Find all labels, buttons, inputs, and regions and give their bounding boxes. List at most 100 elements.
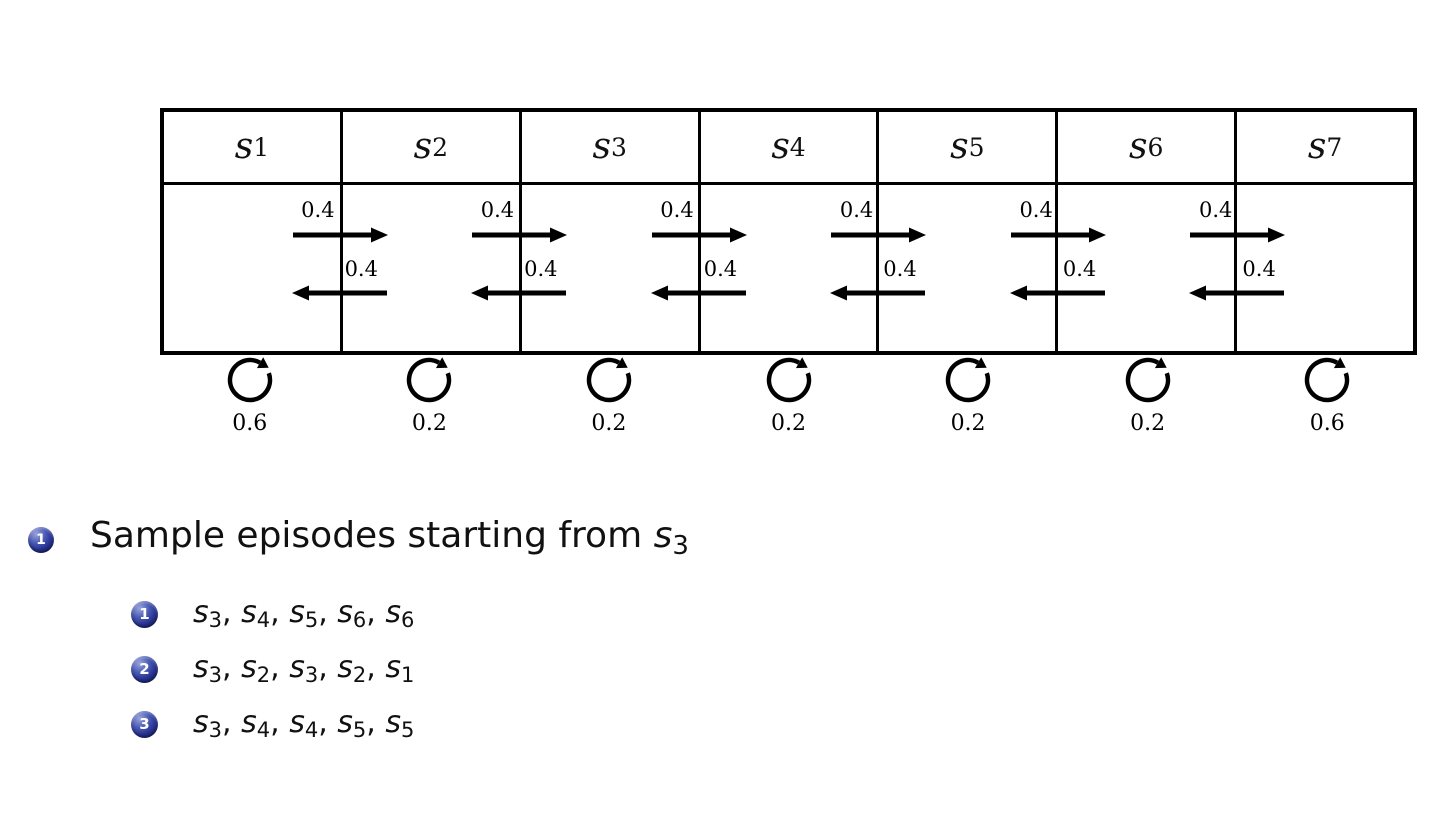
state-var: s [1307, 126, 1327, 167]
self-loop-prob: 0.6 [232, 411, 268, 436]
episode-separator: , [222, 594, 242, 630]
state-ref-sub: 3 [672, 531, 689, 561]
state-cell [522, 185, 698, 351]
state-cell [1237, 185, 1413, 351]
episode-separator: , [270, 594, 290, 630]
episode-separator: , [366, 649, 386, 685]
state-var: s [950, 126, 969, 167]
episode-state-var: s [289, 704, 305, 740]
state-sub: 5 [968, 132, 985, 162]
episode-item: 3 s3, s4, s4, s5, s5 [131, 705, 414, 743]
episode-state-var: s [385, 704, 402, 740]
episode-state-sub: 2 [256, 662, 271, 687]
self-loop-arrow-icon [1108, 353, 1188, 403]
episode-badge: 1 [131, 600, 158, 628]
state-sub: 2 [432, 132, 448, 162]
state-cell [1058, 185, 1234, 351]
main-item-badge: 1 [28, 527, 54, 553]
episode-state-sub: 2 [352, 662, 367, 687]
self-loop-prob: 0.6 [1309, 411, 1345, 436]
self-loop-arrow-icon [210, 353, 290, 403]
episode-separator: , [318, 594, 338, 630]
episode-state-sub: 4 [304, 717, 319, 742]
episode-state-sub: 3 [208, 607, 223, 632]
episode-sequence: s3, s4, s4, s5, s5 [193, 704, 415, 742]
state-sub: 6 [1147, 132, 1164, 162]
self-loop-arrow-icon [389, 353, 469, 403]
episode-state-var: s [241, 594, 257, 630]
episode-separator: , [366, 704, 386, 740]
episode-separator: , [318, 704, 338, 740]
main-item-label: Sample episodes starting from [90, 515, 654, 556]
main-item-text: Sample episodes starting from s3 [90, 513, 689, 563]
episode-state-var: s [193, 649, 209, 685]
episode-badge: 2 [131, 655, 158, 683]
episode-state-var: s [241, 649, 257, 685]
episode-separator: , [318, 649, 338, 685]
self-loop-arrow-icon [1287, 353, 1367, 403]
episode-state-sub: 1 [401, 662, 415, 687]
episode-state-var: s [289, 594, 305, 630]
self-loop-arrow-icon [569, 353, 649, 403]
episode-state-var: s [289, 649, 305, 685]
episode-state-sub: 4 [256, 607, 271, 632]
self-loop-prob: 0.2 [1130, 411, 1166, 436]
self-loop: 0.2 [749, 353, 829, 435]
self-loop-arrow-icon [928, 353, 1008, 403]
episode-state-var: s [385, 649, 402, 685]
episode-state-var: s [337, 649, 353, 685]
episode-state-sub: 3 [304, 662, 319, 687]
episode-separator: , [270, 649, 290, 685]
state-cell [701, 185, 877, 351]
state-sub: 7 [1326, 132, 1343, 162]
episode-badge: 3 [131, 710, 158, 738]
episode-state-sub: 6 [401, 607, 415, 632]
self-loop: 0.2 [928, 353, 1008, 435]
state-var: s [234, 126, 254, 167]
self-loop-prob: 0.2 [950, 411, 986, 436]
state-sub: 4 [789, 132, 806, 162]
episode-state-var: s [337, 704, 353, 740]
state-var: s [771, 126, 790, 167]
state-cell [343, 185, 519, 351]
self-loop-prob: 0.2 [591, 411, 627, 436]
state-sub: 1 [253, 132, 270, 162]
self-loop: 0.2 [1108, 353, 1188, 435]
self-loop-arrow-icon [749, 353, 829, 403]
episode-state-sub: 5 [304, 607, 319, 632]
self-loop: 0.2 [389, 353, 469, 435]
state-var: s [1129, 126, 1148, 167]
episode-state-var: s [193, 704, 209, 740]
episode-separator: , [222, 649, 242, 685]
self-loop-prob: 0.2 [411, 411, 447, 436]
episode-state-sub: 4 [256, 717, 271, 742]
episode-state-sub: 5 [401, 717, 415, 742]
episode-state-var: s [385, 594, 402, 630]
self-loop: 0.6 [210, 353, 290, 435]
episode-state-sub: 5 [352, 717, 367, 742]
episode-item: 1 s3, s4, s5, s6, s6 [131, 595, 414, 633]
episode-sequence: s3, s4, s5, s6, s6 [193, 594, 415, 632]
episode-state-var: s [193, 594, 209, 630]
episode-state-var: s [337, 594, 353, 630]
state-cell [879, 185, 1055, 351]
state-var: s [592, 126, 611, 167]
state-ref-var: s [653, 515, 673, 556]
self-loop: 0.6 [1287, 353, 1367, 435]
self-loop: 0.2 [569, 353, 649, 435]
